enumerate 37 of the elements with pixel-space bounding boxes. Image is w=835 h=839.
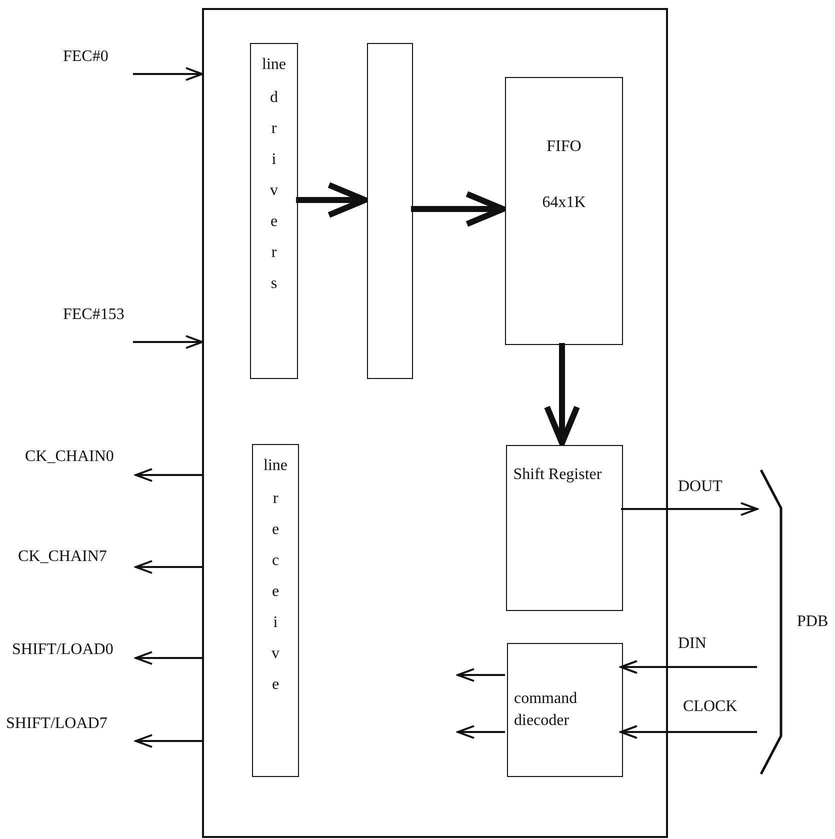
board-outline bbox=[202, 8, 668, 838]
arrow bbox=[457, 668, 505, 682]
arrow bbox=[620, 725, 757, 739]
block-box bbox=[250, 43, 298, 379]
block-label: FIFO bbox=[546, 137, 582, 157]
signal-label: CLOCK bbox=[683, 698, 738, 716]
arrow bbox=[135, 651, 202, 665]
signal-label: SHIFT/LOAD7 bbox=[6, 715, 108, 733]
block-box bbox=[506, 445, 623, 611]
block-label: line drivers bbox=[262, 55, 286, 294]
block-box bbox=[252, 444, 299, 777]
arrow bbox=[135, 734, 202, 748]
block-label: PDB bbox=[797, 612, 828, 632]
arrow bbox=[620, 660, 757, 674]
signal-label: FEC#0 bbox=[63, 48, 108, 66]
block-label: command diecoder bbox=[514, 689, 578, 731]
arrow bbox=[457, 725, 505, 739]
arrow bbox=[135, 468, 202, 482]
block-label: Shift Register bbox=[513, 465, 602, 485]
arrow bbox=[544, 343, 580, 446]
arrow bbox=[621, 502, 758, 516]
signal-label: DOUT bbox=[678, 478, 722, 496]
arrow bbox=[296, 182, 368, 218]
block-label: 64x1K bbox=[542, 192, 586, 213]
arrow bbox=[133, 67, 203, 81]
block-box bbox=[505, 77, 623, 345]
bar-block bbox=[367, 43, 413, 379]
signal-label: DIN bbox=[678, 635, 706, 653]
arrow bbox=[133, 335, 203, 349]
signal-label: CK_CHAIN0 bbox=[25, 448, 114, 466]
signal-label: FEC#153 bbox=[63, 306, 124, 324]
signal-label: CK_CHAIN7 bbox=[18, 548, 107, 566]
block-label: line receive bbox=[264, 456, 288, 695]
arrow bbox=[411, 191, 506, 227]
arrow bbox=[135, 560, 202, 574]
block-box bbox=[507, 643, 623, 777]
signal-label: SHIFT/LOAD0 bbox=[12, 641, 114, 659]
